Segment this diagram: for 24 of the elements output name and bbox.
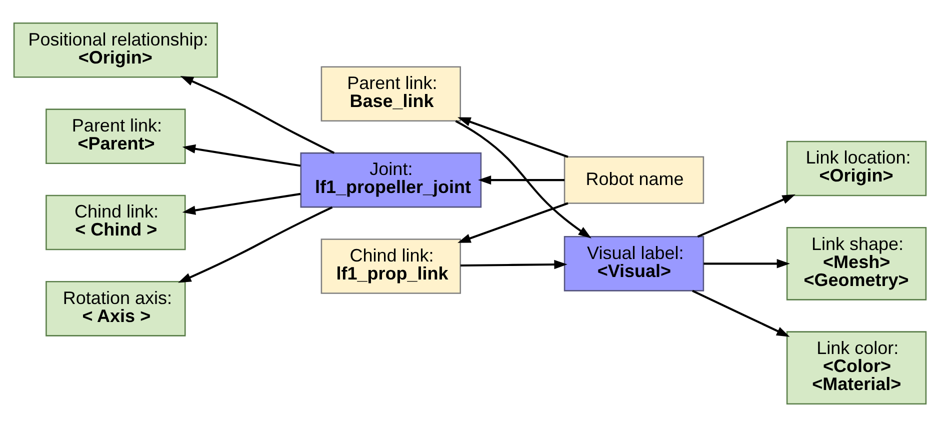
arrow (478, 174, 564, 184)
arrow (458, 116, 568, 158)
node-box: Chind link: < Chind > (46, 194, 186, 250)
node-box: Parent link: Base_link (320, 66, 461, 122)
arrow (704, 258, 790, 268)
arrow (697, 194, 796, 238)
arrow (455, 120, 592, 238)
node-box: Joint: lf1_propeller_joint (300, 152, 482, 208)
arrow (182, 192, 301, 214)
node-box: Chind link: lf1_prop_link (320, 238, 461, 294)
arrow (692, 289, 790, 336)
arrow (182, 144, 301, 166)
node-box: Rotation axis: < Axis > (46, 280, 186, 336)
arrow (178, 206, 333, 282)
node-box: Link shape: <Mesh> <Geometry> (786, 226, 927, 300)
node-box: Positional relationship: <Origin> (13, 22, 218, 78)
node-box: Link color: <Color> <Material> (786, 330, 927, 404)
arrow (458, 202, 568, 242)
arrow (460, 259, 568, 269)
arrow (180, 76, 335, 154)
node-box: Visual label: <Visual> (564, 236, 704, 291)
node-box: Parent link: <Parent> (46, 108, 186, 164)
node-box: Link location: <Origin> (786, 140, 927, 196)
node-box: Robot name (564, 156, 704, 204)
